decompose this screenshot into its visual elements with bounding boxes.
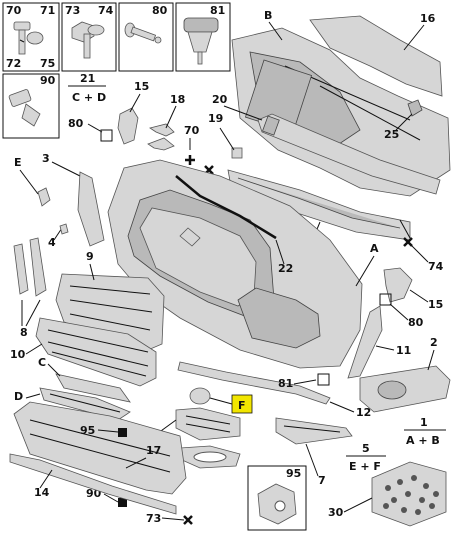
lower-grille [35, 317, 157, 387]
callout-B: B [264, 9, 272, 22]
kit-21-desc: C + D [72, 91, 106, 104]
callout-E: E [14, 156, 22, 169]
screw-with-washer-icon [13, 21, 44, 55]
callout-3: 3 [42, 152, 50, 165]
clip-E [37, 187, 51, 207]
chevron-emblem [147, 123, 175, 151]
bracket-15-top [117, 107, 139, 145]
impact-beam [257, 113, 441, 195]
kit-1-desc: A + B [406, 434, 440, 447]
cover-F [189, 387, 211, 405]
label-71: 71 [40, 4, 55, 17]
drl-bezel-lower [179, 445, 241, 469]
trim-strip-22 [175, 175, 277, 240]
clip-4 [59, 223, 69, 235]
kit-5: 5 E + F [346, 442, 386, 473]
callout-14: 14 [34, 486, 50, 499]
label-80-box: 80 [152, 4, 168, 17]
undertray-17 [13, 401, 187, 495]
grille-insert-D [39, 387, 131, 421]
rivet-icon [124, 22, 162, 44]
grille-insert-C [55, 373, 131, 403]
kit-5-desc: E + F [349, 460, 381, 473]
label-74: 74 [98, 4, 114, 17]
callout-A: A [370, 242, 379, 255]
lower-lip-14 [9, 453, 177, 515]
callout-70: 70 [184, 124, 200, 137]
callout-10: 10 [10, 348, 26, 361]
callout-20: 20 [212, 93, 228, 106]
callout-11: 11 [396, 344, 411, 357]
callout-F: F [238, 399, 246, 412]
side-moulding-11 [347, 305, 383, 379]
callout-25: 25 [384, 128, 399, 141]
kit-1-number: 1 [420, 416, 428, 429]
bracket-25 [407, 99, 423, 117]
side-trim-3 [77, 171, 105, 247]
callout-4: 4 [48, 236, 56, 249]
kit-5-number: 5 [362, 442, 370, 455]
callout-80b: 80 [408, 316, 424, 329]
bolt-19 [231, 147, 243, 159]
label-75: 75 [40, 57, 55, 70]
callout-12: 12 [356, 406, 371, 419]
fastener-box-73-74: 73 74 [61, 2, 117, 72]
label-72: 72 [6, 57, 21, 70]
kit-1: 1 A + B [404, 416, 446, 447]
clip-icon [183, 17, 219, 65]
drl-housing-7 [275, 417, 353, 445]
drl-bezel-upper [175, 407, 241, 441]
fastener-box-70-75: 70 71 72 75 [2, 2, 60, 72]
label-73: 73 [65, 4, 80, 17]
callout-19: 19 [208, 112, 223, 125]
energy-absorber [227, 169, 411, 241]
callout-17: 17 [146, 444, 161, 457]
bracket-15-right [383, 267, 413, 303]
callout-18: 18 [170, 93, 185, 106]
callout-15: 15 [134, 80, 149, 93]
fixing-kit-30 [371, 461, 447, 527]
fastener-box-80: 80 [118, 2, 174, 72]
nut-bolt-icon [71, 21, 105, 59]
callout-7: 7 [318, 474, 326, 487]
fastener-box-90: 90 [2, 73, 60, 139]
callout-8: 8 [20, 326, 28, 339]
kit-21: 21 C + D [68, 72, 106, 104]
callout-D: D [14, 390, 23, 403]
detail-box-95: 95 [247, 465, 307, 531]
callout-15b: 15 [428, 298, 443, 311]
callout-95b: 95 [286, 467, 301, 480]
lower-trim-12 [177, 361, 331, 405]
callout-22: 22 [278, 262, 293, 275]
label-81-box: 81 [210, 4, 225, 17]
callout-81: 81 [278, 377, 293, 390]
label-70: 70 [6, 4, 22, 17]
callout-74: 74 [428, 260, 444, 273]
callout-16: 16 [420, 12, 436, 25]
callout-95: 95 [80, 424, 95, 437]
front-bumper-cover [107, 159, 363, 369]
drl-trim-left [13, 237, 47, 297]
push-pin-icon [8, 89, 41, 127]
callout-9: 9 [86, 250, 94, 263]
callout-C: C [38, 356, 46, 369]
kit-21-number: 21 [80, 72, 95, 85]
callout-2: 2 [430, 336, 438, 349]
callout-80: 80 [68, 117, 84, 130]
label-90-box: 90 [40, 74, 56, 87]
fog-lamp-bezel [359, 365, 451, 413]
fastener-box-81: 81 [175, 2, 231, 72]
upper-grille [55, 273, 165, 351]
bumper-support-frame [231, 15, 451, 197]
callout-30: 30 [328, 506, 344, 519]
callout-73: 73 [146, 512, 161, 525]
